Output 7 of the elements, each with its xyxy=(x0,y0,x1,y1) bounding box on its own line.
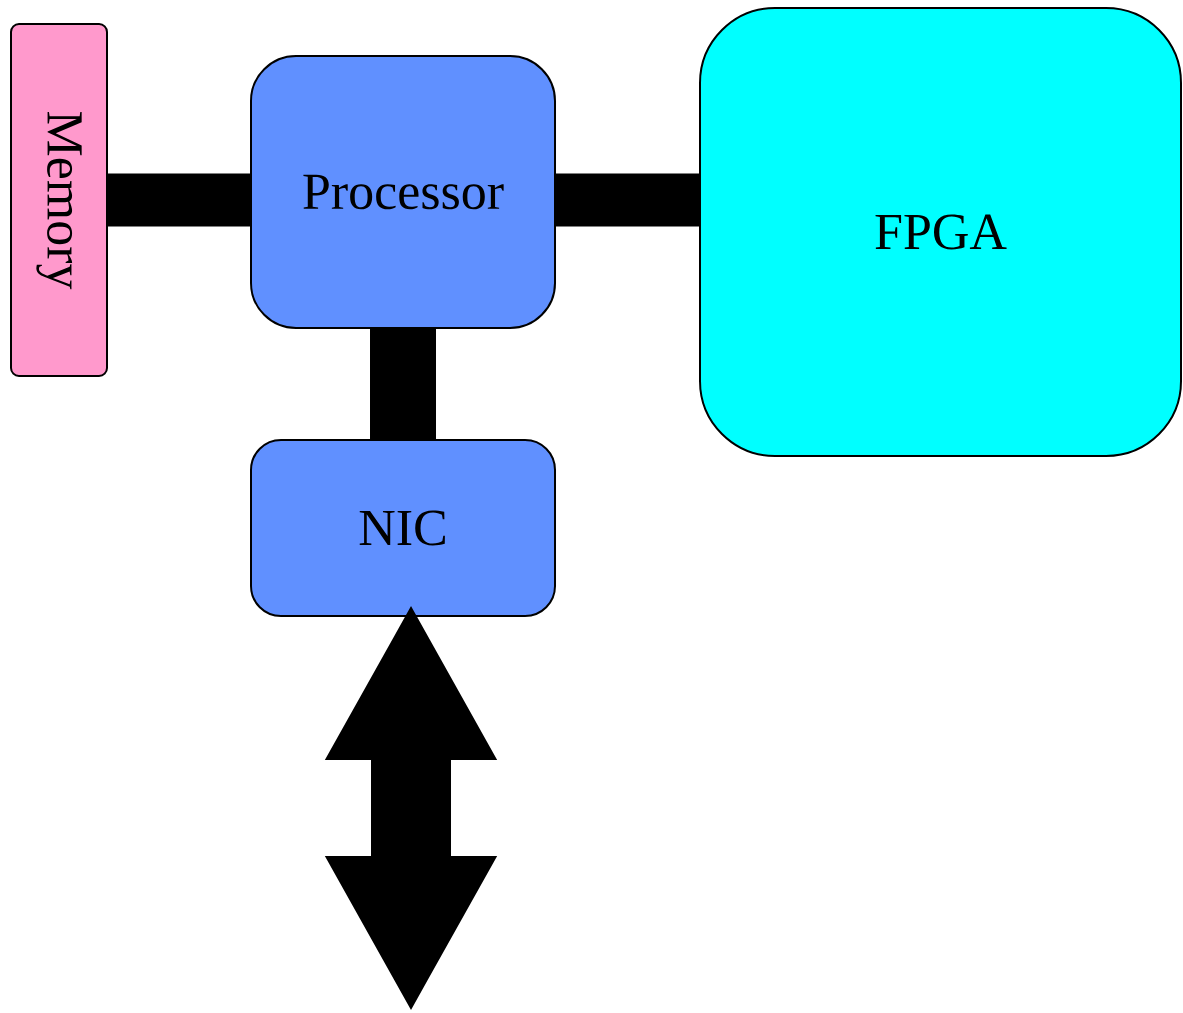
component-box: Processor xyxy=(250,55,556,329)
component-box: NIC xyxy=(250,439,556,617)
connector-bar xyxy=(370,329,436,439)
memory-box: Memory xyxy=(10,23,108,377)
component-box: FPGA xyxy=(699,7,1182,457)
connector-bar xyxy=(108,173,250,227)
connector-bar xyxy=(556,173,699,227)
